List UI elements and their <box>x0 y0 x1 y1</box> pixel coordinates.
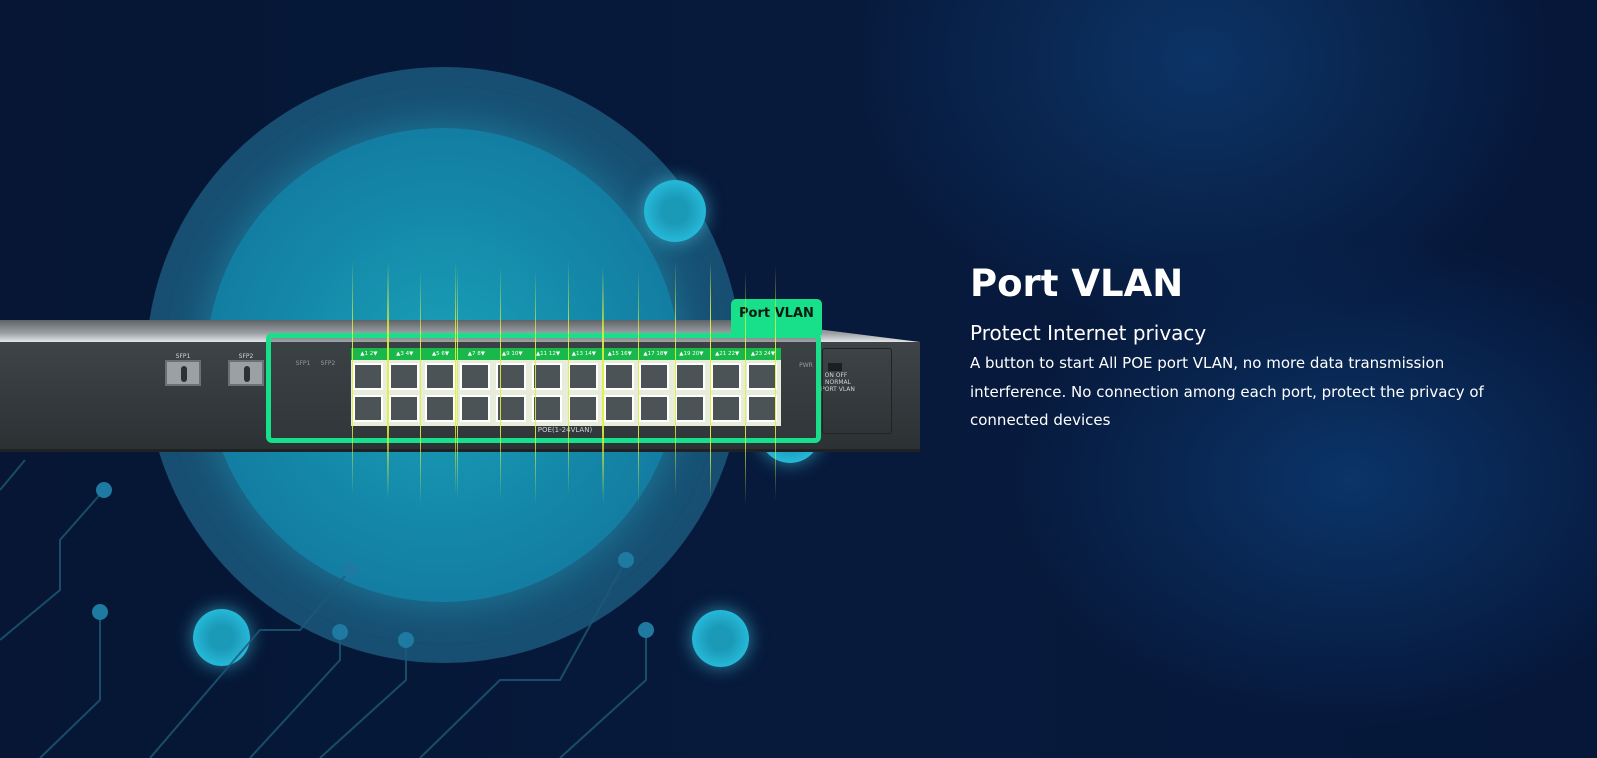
port-pair-label: ▲7 8▼ <box>467 351 485 357</box>
rj45-port-block: ▲1 2▼ ▲3 4▼ ▲5 6▼ ▲7 8▼ ▲9 10▼ ▲11 12▼ ▲13 14▼… <box>351 348 781 426</box>
data-signal-line <box>387 265 388 500</box>
data-signal-line <box>535 270 536 505</box>
sfp-label: SFP2 <box>238 353 254 360</box>
rj45-port <box>675 395 706 422</box>
vlan-toggle-switch[interactable] <box>828 363 842 371</box>
feature-text: Port VLAN Protect Internet privacy A but… <box>970 262 1530 435</box>
sfp-port-2 <box>228 360 264 386</box>
rj45-port <box>424 363 455 390</box>
bubble <box>692 610 749 667</box>
sfp-port-1 <box>165 360 201 386</box>
rj45-port <box>532 363 562 390</box>
data-signal-line <box>602 265 603 500</box>
switch-label: PORT VLAN <box>821 386 855 393</box>
port-pair-label: ▲15 16▼ <box>607 351 632 357</box>
rj45-port <box>603 363 634 390</box>
rj45-port <box>460 395 491 422</box>
switch-label: ON OFF <box>824 372 848 379</box>
data-signal-line <box>420 270 421 505</box>
sfp-label: SFP1 <box>175 353 191 360</box>
data-signal-line <box>500 265 501 500</box>
data-signal-line <box>455 260 456 495</box>
rj45-port <box>388 395 419 422</box>
feature-description: A button to start All POE port VLAN, no … <box>970 354 1484 429</box>
sfp-led-label: SFP2 <box>320 360 336 367</box>
rj45-port <box>567 395 598 422</box>
pwr-label: PWR <box>799 362 813 369</box>
switch-label: NORMAL <box>824 379 851 386</box>
feature-title: Port VLAN <box>970 262 1184 305</box>
data-signal-line <box>457 265 458 500</box>
sfp-led-label: SFP1 <box>295 360 311 367</box>
data-signal-line <box>675 260 676 495</box>
data-signal-line <box>745 270 746 505</box>
rj45-port <box>496 395 527 422</box>
port-pair-label: ▲13 14▼ <box>571 351 596 357</box>
data-signal-line <box>603 270 604 505</box>
rj45-port <box>353 395 383 422</box>
rj45-port <box>567 363 598 390</box>
data-signal-line <box>775 265 776 500</box>
port-pair-label: ▲3 4▼ <box>396 351 414 357</box>
feature-subtitle: Protect Internet privacy <box>970 321 1207 345</box>
rj45-port <box>639 395 670 422</box>
rj45-port <box>460 363 491 390</box>
rj45-port <box>711 363 741 390</box>
rj45-port <box>388 363 419 390</box>
rj45-port <box>675 363 706 390</box>
rj45-port <box>603 395 634 422</box>
port-pair-label: ▲17 18▼ <box>643 351 668 357</box>
data-signal-line <box>710 260 711 495</box>
port-pair-label: ▲1 2▼ <box>360 351 378 357</box>
port-pair-label: ▲19 20▼ <box>679 351 704 357</box>
rj45-port <box>639 363 670 390</box>
data-signal-line <box>388 260 389 495</box>
port-number-strip: ▲1 2▼ ▲3 4▼ ▲5 6▼ ▲7 8▼ ▲9 10▼ ▲11 12▼ ▲13 14▼… <box>351 348 781 360</box>
port-vlan-tag: Port VLAN <box>731 299 822 335</box>
rj45-port <box>496 363 527 390</box>
port-pair-label: ▲21 22▼ <box>715 351 740 357</box>
data-signal-line <box>352 260 353 495</box>
rj45-port <box>746 395 777 422</box>
port-pair-label: ▲11 12▼ <box>535 351 561 357</box>
data-signal-line <box>568 260 569 495</box>
bubble <box>644 180 706 242</box>
rj45-port <box>746 363 777 390</box>
data-signal-line <box>638 270 639 505</box>
rj45-port <box>424 395 455 422</box>
rj45-port <box>532 395 562 422</box>
port-pair-label: ▲5 6▼ <box>431 351 450 357</box>
rj45-port <box>711 395 741 422</box>
port-pair-label: ▲23 24▼ <box>750 351 776 357</box>
rj45-port <box>353 363 383 390</box>
poe-label: POE(1-24VLAN) <box>537 426 593 434</box>
port-pair-label: ▲9 10▼ <box>501 351 523 357</box>
bubble <box>193 609 250 666</box>
